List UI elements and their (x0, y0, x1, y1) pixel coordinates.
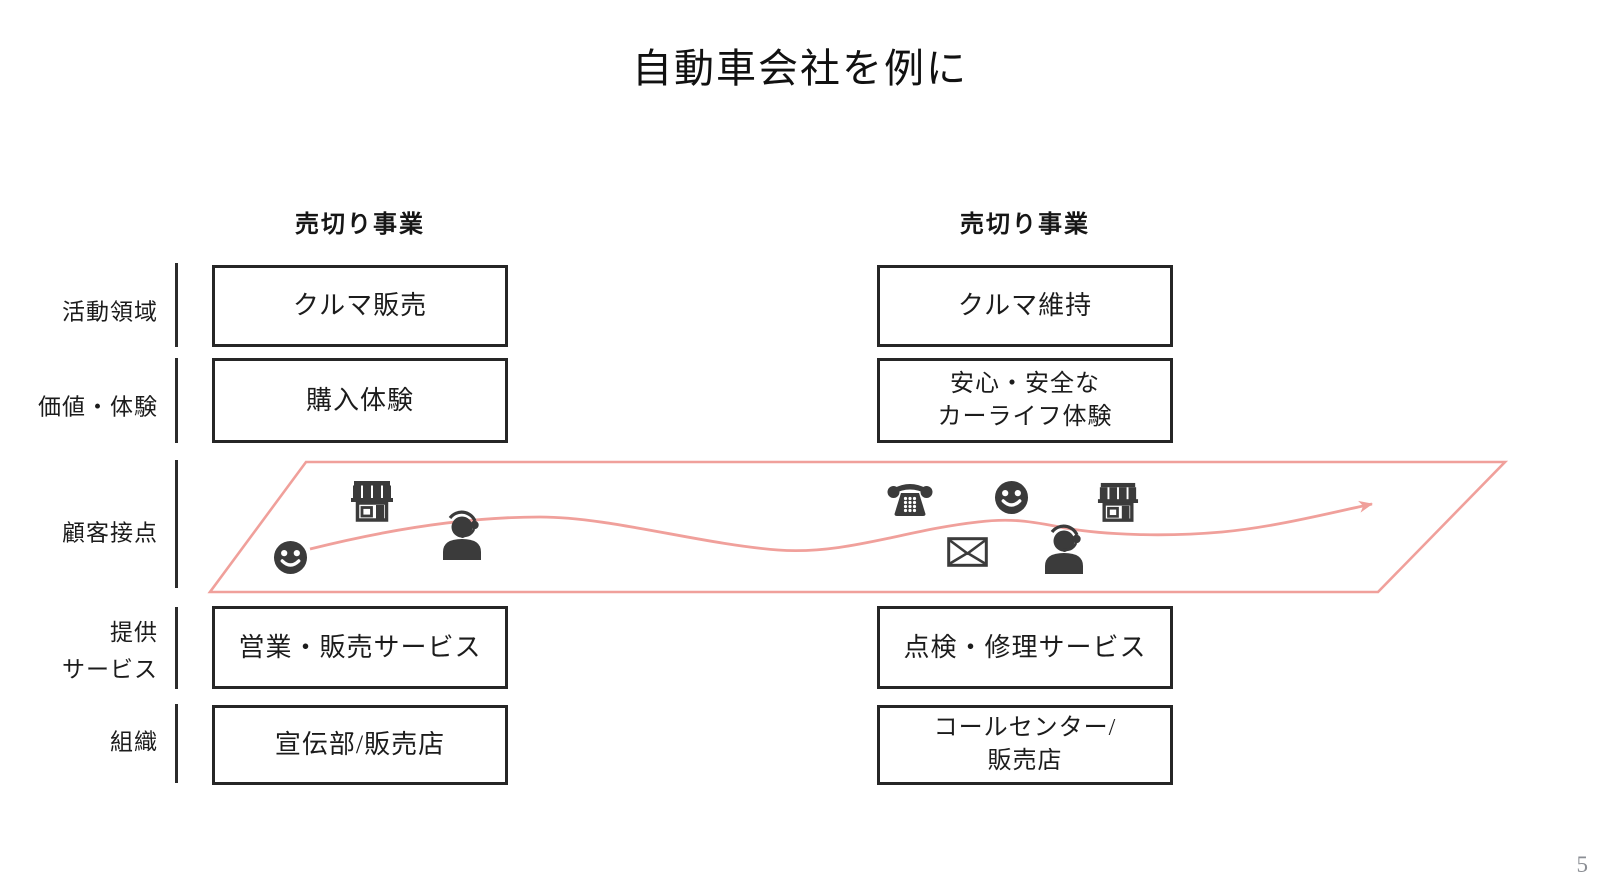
storefront-icon (1097, 482, 1139, 522)
column-header-right: 売切り事業 (960, 211, 1090, 238)
value-box-left: 購入体験 (212, 358, 508, 443)
value-box-line: カーライフ体験 (937, 403, 1113, 430)
journey-arrow (309, 500, 1373, 553)
row-divider (175, 460, 178, 588)
headset-agent-icon (443, 510, 481, 560)
row-label-value-experience: 価値・体験 (38, 394, 158, 420)
row-divider (175, 263, 178, 347)
page-title: 自動車会社を例に (632, 46, 968, 91)
row-label-provided-service: 提供 サービス (0, 614, 158, 688)
activity-box-left: クルマ販売 (212, 265, 508, 347)
phone-icon (887, 484, 933, 516)
envelope-icon (947, 537, 988, 567)
service-box-left: 営業・販売サービス (212, 606, 508, 689)
service-box-right: 点検・修理サービス (877, 606, 1173, 689)
smiley-icon (273, 540, 308, 575)
value-box-right: 安心・安全な カーライフ体験 (877, 358, 1173, 443)
row-divider (175, 704, 178, 783)
organization-box-line: 販売店 (987, 748, 1063, 774)
organization-box-line: コールセンター/ (933, 715, 1117, 741)
activity-box-right: クルマ維持 (877, 265, 1173, 347)
headset-agent-icon (1045, 524, 1083, 574)
value-box-line: 安心・安全な (950, 370, 1100, 397)
page-number: 5 (1576, 852, 1589, 877)
journey-band-outline (207, 460, 1509, 594)
organization-box-right: コールセンター/ 販売店 (877, 705, 1173, 785)
smiley-icon (994, 480, 1029, 515)
row-label-line: サービス (62, 657, 158, 682)
row-label-line: 提供 (110, 620, 158, 645)
row-divider (175, 607, 178, 689)
row-divider (175, 358, 178, 443)
column-header-left: 売切り事業 (295, 211, 425, 238)
organization-box-left: 宣伝部/販売店 (212, 705, 508, 785)
row-label-organization: 組織 (110, 729, 158, 755)
storefront-icon (351, 481, 393, 522)
row-label-customer-touchpoint: 顧客接点 (62, 520, 158, 546)
row-label-activity-area: 活動領域 (62, 299, 158, 325)
